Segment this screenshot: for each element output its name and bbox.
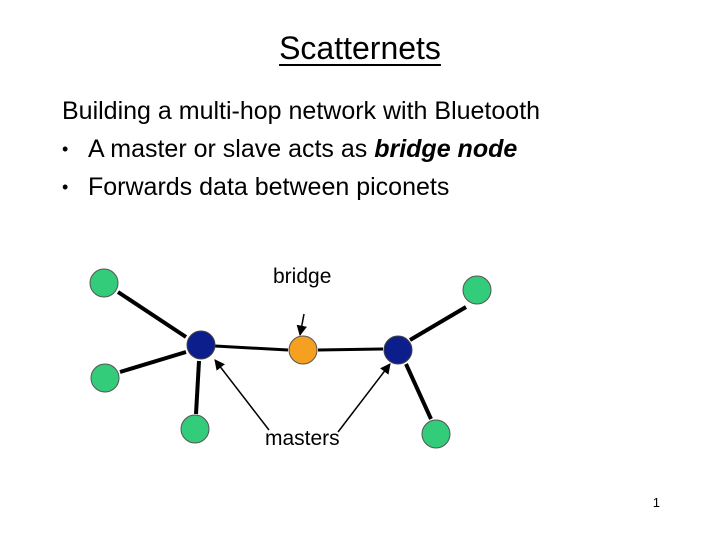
edge-master-left-bridge [214, 344, 289, 352]
edge-slave-tl-master-left [116, 290, 188, 339]
slave-node-bottom-right [421, 419, 451, 449]
edge-slave-bl-master-left [194, 360, 201, 415]
bullet-item-2: • Forwards data between piconets [62, 168, 702, 206]
slave-node-top-left [89, 268, 119, 298]
bullet-text: A master or slave acts as [88, 135, 375, 163]
bridge-node [288, 335, 318, 365]
slave-node-bottom-left [180, 414, 210, 444]
edge-slave-br-master-right [404, 363, 433, 420]
bullet-item-1: • A master or slave acts as bridge node [62, 130, 702, 168]
page-number: 1 [652, 495, 660, 510]
masters-label: masters [265, 427, 340, 450]
bullet-text: Forwards data between piconets [88, 173, 450, 201]
slave-node-mid-left [90, 363, 120, 393]
intro-line: Building a multi-hop network with Blueto… [62, 97, 541, 125]
master-node-left [186, 330, 216, 360]
bridge-label: bridge [273, 265, 331, 288]
edge-slave-tr-master-right [408, 305, 468, 342]
arrow-master-left [214, 359, 270, 431]
slide-body: Building a multi-hop network with Blueto… [62, 92, 702, 206]
bullet-emphasis: bridge node [374, 135, 518, 163]
arrow-master-right [337, 363, 391, 433]
slide-title: Scatternets [279, 30, 441, 66]
edge-bridge-master-right [317, 347, 384, 352]
bullet-icon: • [62, 139, 69, 159]
master-node-right [383, 335, 413, 365]
arrow-bridge [296, 313, 307, 337]
edge-slave-ml-master-left [119, 350, 187, 374]
slave-node-top-right [462, 275, 492, 305]
bullet-icon: • [62, 177, 69, 197]
